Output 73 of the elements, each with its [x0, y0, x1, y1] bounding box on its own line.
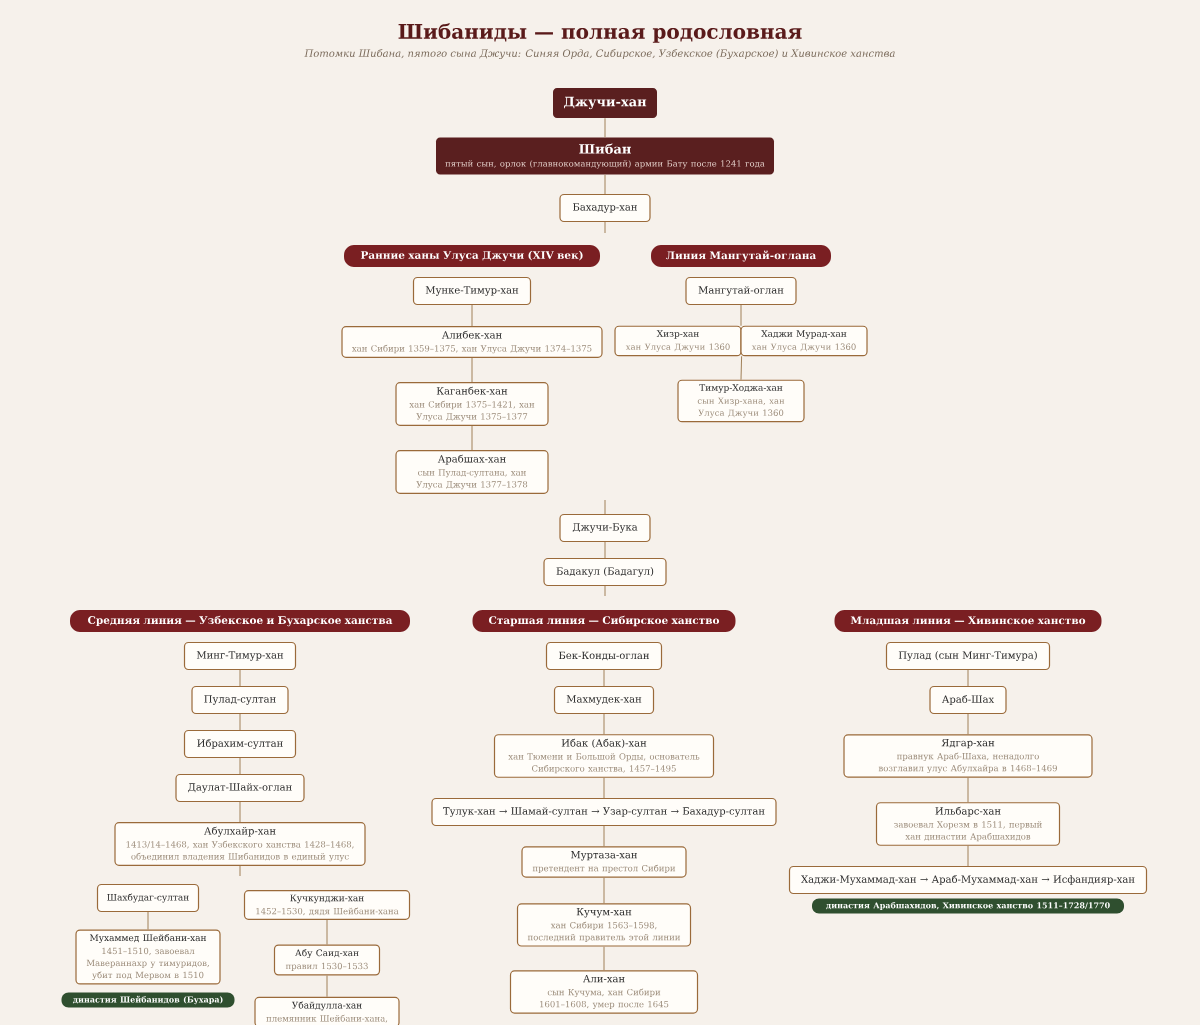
- ancestor-box: Джучи-хан: [553, 88, 657, 118]
- connector-line: [239, 757, 241, 775]
- person-box: Абу Саид-хан правил 1530–1533: [273, 944, 381, 976]
- person-box: Бадакул (Бадагул): [543, 557, 667, 587]
- connector-line: [967, 777, 969, 803]
- person-box: Ядгар-хан правнук Араб-Шаха, ненадолго возглавил улус Абулхайра в 1468–1469: [843, 734, 1093, 778]
- connector-line: [471, 425, 473, 451]
- connector-line: [471, 304, 473, 327]
- person-box: Каганбек-хан хан Сибири 1375–1421, хан Улуса Джучи 1375–1377: [395, 382, 549, 426]
- connector-line: [967, 669, 969, 687]
- person-box: Махмудек-хан: [553, 685, 655, 715]
- section-header: Старшая линия — Сибирское ханство: [472, 610, 736, 632]
- connector-line: [603, 713, 605, 735]
- connector-line: [604, 221, 606, 234]
- connector-line: [239, 713, 241, 731]
- person-box: Ибрахим-султан: [183, 729, 297, 759]
- person-box: Кучкунджи-хан 1452–1530, дядя Шейбани-хана: [243, 890, 411, 920]
- connector-line: [740, 355, 743, 381]
- person-box: Алибек-хан хан Сибири 1359–1375, хан Улуса Джучи 1374–1375: [341, 326, 603, 358]
- person-box: Тулук-хан → Шамай-султан → Узар-султан → Бахадур-султан: [431, 797, 777, 827]
- person-box: Пулад (сын Минг-Тимура): [885, 641, 1051, 671]
- person-box: Бахадур-хан: [559, 193, 651, 223]
- person-box: Арабшах-хан сын Пулад-султана, хан Улуса Джучи 1377–1378: [395, 450, 549, 494]
- connector-line: [471, 357, 473, 383]
- subtitle: Потомки Шибана, пятого сына Джучи: Синяя Орда, Сибирское, Узбекское (Бухарское) и Хивинское ханства: [304, 48, 895, 60]
- dynasty-badge: династия Арабшахидов, Хивинское ханство 1511–1728/1770: [812, 898, 1124, 914]
- person-box: Шахбудаг-султан: [96, 883, 200, 913]
- connector-line: [239, 865, 241, 877]
- person-box: Муртаза-хан претендент на престол Сибири: [521, 846, 687, 878]
- person-box: Мухаммед Шейбани-хан 1451–1510, завоевал Мавераннахр у тимуридов, убит под Мервом в 1510: [75, 929, 221, 985]
- connector-line: [239, 669, 241, 687]
- person-box: Али-хан сын Кучума, хан Сибири 1601–1608, умер после 1645: [509, 970, 699, 1014]
- connector-line: [326, 974, 328, 998]
- person-box: Джучи-Бука: [559, 513, 651, 543]
- ancestor-box: Шибан пятый сын, орлок (главнокомандующий) армии Бату после 1241 года: [436, 137, 774, 175]
- person-box: Абулхайр-хан 1413/14–1468, хан Узбекского ханства 1428–1468, объединил владения Шибанидов в единый улус: [114, 822, 366, 866]
- connector-line: [604, 541, 606, 559]
- person-box: Убайдулла-хан племянник Шейбани-хана,: [254, 996, 400, 1025]
- person-box: Пулад-султан: [191, 685, 289, 715]
- connector-line: [603, 825, 605, 847]
- dynasty-badge: династия Шейбанидов (Бухара): [61, 992, 235, 1008]
- connector-line: [603, 777, 605, 799]
- connector-line: [604, 585, 606, 597]
- connector-line: [603, 877, 605, 904]
- section-header: Линия Мангутай-оглана: [651, 245, 831, 267]
- title: Шибаниды — полная родословная: [398, 23, 802, 43]
- person-box: Бек-Конды-оглан: [545, 641, 663, 671]
- section-header: Младшая линия — Хивинское ханство: [834, 610, 1102, 632]
- person-box: Ибак (Абак)-хан хан Тюмени и Большой Орды, основатель Сибирского ханства, 1457–1495: [493, 734, 715, 778]
- connector-line: [604, 117, 606, 138]
- person-box: Тимур-Ходжа-хан сын Хизр-хана, хан Улуса Джучи 1360: [677, 379, 805, 423]
- connector-line: [239, 801, 241, 823]
- person-box: Араб-Шах: [929, 685, 1007, 715]
- person-box: Хаджи Мурад-хан хан Улуса Джучи 1360: [740, 325, 868, 357]
- section-header: Ранние ханы Улуса Джучи (XIV век): [344, 245, 600, 267]
- connector-line: [326, 919, 328, 945]
- person-box: Даулат-Шайх-оглан: [175, 773, 305, 803]
- person-box: Мунке-Тимур-хан: [412, 276, 532, 306]
- person-box: Минг-Тимур-хан: [183, 641, 297, 671]
- person-box: Хизр-хан хан Улуса Джучи 1360: [614, 325, 742, 357]
- person-box: Ильбарс-хан завоевал Хорезм в 1511, первый хан династии Арабшахидов: [875, 802, 1061, 846]
- person-box: Мангутай-оглан: [685, 276, 797, 306]
- person-box: Хаджи-Мухаммад-хан → Араб-Мухаммад-хан → Исфандияр-хан: [788, 865, 1148, 895]
- connector-line: [147, 911, 149, 930]
- connector-line: [603, 669, 605, 687]
- connector-line: [604, 499, 606, 515]
- person-box: Кучум-хан хан Сибири 1563–1598, последний правитель этой линии: [516, 903, 692, 947]
- connector-line: [603, 946, 605, 971]
- connector-line: [604, 174, 606, 195]
- connector-line: [967, 713, 969, 735]
- connector-line: [740, 304, 742, 327]
- connector-line: [967, 845, 969, 867]
- section-header: Средняя линия — Узбекское и Бухарское ханства: [70, 610, 410, 632]
